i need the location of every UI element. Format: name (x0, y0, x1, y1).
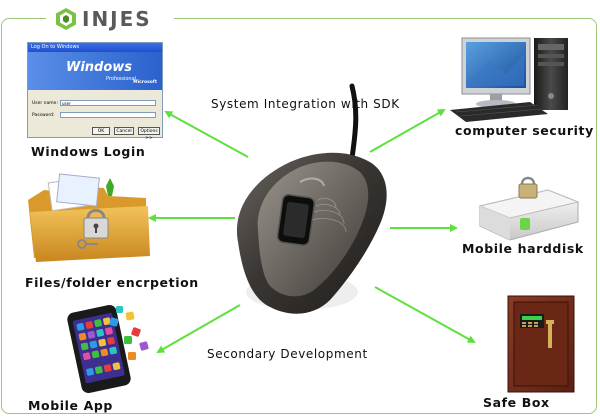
arrow-to-mobile-app (156, 304, 241, 353)
dialog-title: Log On to Windows (28, 43, 162, 52)
username-label: User name: (32, 101, 58, 106)
label-mobile-harddisk: Mobile harddisk (462, 241, 584, 256)
label-secondary-development: Secondary Development (207, 347, 368, 361)
label-files-folder: Files/folder encrpetion (25, 275, 199, 290)
windows-edition: Professional (106, 76, 137, 82)
windows-logo-text: Windows (66, 60, 133, 75)
label-system-integration: System Integration with SDK (211, 97, 400, 111)
label-safe-box: Safe Box (483, 395, 550, 410)
mobile-phone-image (67, 305, 149, 393)
fingerprint-scanner-image (236, 83, 387, 314)
cancel-button[interactable]: Cancel (114, 127, 134, 135)
password-field[interactable] (60, 112, 156, 118)
password-label: Password: (32, 113, 55, 118)
windows-banner: Windows Professional Microsoft (28, 52, 162, 90)
label-computer-security: computer security (455, 123, 594, 138)
username-field[interactable]: user (60, 100, 156, 106)
brand-logo-icon (56, 8, 76, 30)
brand-name: INJES (82, 7, 152, 31)
windows-vendor: Microsoft (133, 80, 157, 85)
brand-logo: INJES (46, 4, 174, 34)
desktop-computer-image (450, 37, 568, 122)
arrows (148, 109, 476, 353)
arrow-to-computer-security (369, 109, 446, 153)
label-windows-login: Windows Login (31, 144, 146, 159)
mobile-harddisk-image (478, 176, 580, 241)
diagram-frame (1, 18, 597, 414)
windows-login-dialog: Log On to Windows Windows Professional M… (27, 42, 163, 141)
options-button[interactable]: Options >> (138, 127, 160, 141)
arrow-to-safe-box (374, 286, 476, 343)
ok-button[interactable]: OK (92, 127, 110, 135)
folder-lock-image (28, 173, 150, 262)
arrow-to-windows-login (164, 111, 249, 158)
safe-box-image (507, 295, 575, 393)
label-mobile-app: Mobile App (28, 398, 113, 413)
